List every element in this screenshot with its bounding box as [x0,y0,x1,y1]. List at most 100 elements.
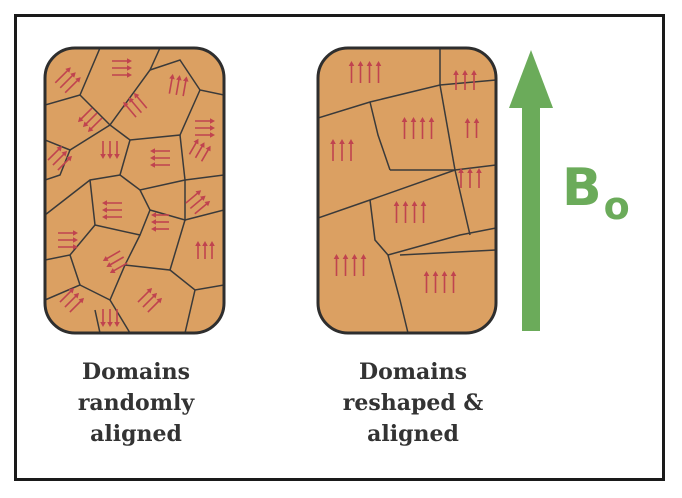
moment-arrow-head [150,162,155,168]
moment-arrow-shaft [200,147,210,162]
random-moment-arrows [47,58,215,327]
moment-arrow-head [210,125,215,131]
moment-arrow-head [73,292,80,299]
moment-arrow-shaft [168,76,174,94]
moment-arrow-shaft [135,94,148,109]
moment-arrow-head [128,97,134,103]
moment-arrow-head [330,139,336,144]
moment-arrow-head [102,200,107,206]
moment-arrow-head [199,142,205,148]
moment-arrow-head [450,271,457,276]
field-arrow-head [509,50,553,108]
moment-arrow-head [75,77,81,83]
moment-arrow-head [56,145,63,152]
left-caption-line-3: aligned [90,421,182,447]
moment-arrow-head [473,118,480,123]
moment-arrow-shaft [54,68,70,84]
moment-arrow-head [68,287,75,294]
moment-arrow-head [150,148,155,154]
moment-arrow-head [61,150,68,157]
moment-arrow-head [464,118,471,123]
moment-arrow-shaft [147,299,161,313]
moment-arrow-shaft [47,147,61,161]
field-arrow-shaft [522,105,540,331]
moment-arrow-head [183,76,189,82]
moment-arrow-head [375,61,382,66]
moment-arrow-shaft [84,112,98,126]
moment-arrow-head [209,241,215,246]
moment-arrow-shaft [129,99,143,114]
moment-arrow-head [114,154,120,159]
moment-arrow-head [100,322,106,327]
moment-arrow-head [77,116,84,123]
moment-arrow-head [333,254,340,259]
moment-arrow-head [73,237,78,243]
moment-arrow-head [420,201,427,206]
moment-arrow-head [150,155,155,161]
moment-arrow-head [462,70,468,75]
moment-arrow-head [202,241,208,246]
moment-arrow-head [73,244,78,250]
moment-arrow-head [423,271,430,276]
moment-arrow-head [348,139,354,144]
moment-arrow-shaft [108,256,125,267]
moment-arrow-head [339,139,345,144]
moment-arrow-head [205,145,211,152]
moment-arrow-head [432,271,439,276]
right-caption-line-1: Domains [359,359,467,385]
moment-arrow-shaft [175,77,181,95]
moment-arrow-head [348,61,355,66]
moment-arrow-head [151,292,158,299]
right-caption: Domains reshaped & aligned [343,359,484,447]
moment-arrow-head [200,195,206,201]
moment-arrow-head [366,61,373,66]
moment-arrow-shaft [59,73,75,89]
moment-arrow-head [127,65,132,71]
moment-arrow-head [419,117,426,122]
moment-arrow-head [169,73,175,80]
moment-arrow-head [458,168,464,173]
moment-arrow-shaft [194,144,204,159]
moment-arrow-head [467,168,473,173]
moment-arrow-head [453,70,459,75]
moment-arrow-head [357,61,364,66]
moment-arrow-head [401,117,408,122]
moment-arrow-head [73,230,78,236]
field-label: Bo [562,158,630,228]
moment-arrow-head [66,155,73,162]
moment-arrow-head [127,72,132,78]
moment-arrow-head [151,212,156,218]
left-caption: Domains randomly aligned [78,359,196,447]
moment-arrow-shaft [52,152,66,166]
moment-arrow-head [410,117,417,122]
moment-arrow-head [195,241,201,246]
moment-arrow-head [204,200,211,207]
aligned-grain-boundaries [318,48,496,333]
moment-arrow-shaft [188,140,198,155]
moment-arrow-head [351,254,358,259]
aligned-domains-fill [318,48,496,333]
moment-arrow-head [402,201,409,206]
moment-arrow-shaft [105,250,121,261]
left-caption-line-1: Domains [82,359,190,385]
moment-arrow-shaft [59,289,73,303]
moment-arrow-head [106,262,113,267]
random-grain-boundaries [45,48,224,333]
moment-arrow-shaft [189,196,204,210]
moment-arrow-head [156,297,163,304]
moment-arrow-head [476,168,482,173]
right-caption-line-2: reshaped & [343,390,484,416]
moment-arrow-head [428,117,435,122]
moment-arrow-head [70,72,76,78]
moment-arrow-head [100,154,106,159]
moment-arrow-shaft [89,117,103,131]
moment-arrow-head [123,101,129,108]
moment-arrow-head [82,121,89,128]
moment-arrow-head [176,75,182,81]
moment-arrow-head [210,118,215,124]
moment-arrow-shaft [57,157,71,171]
moment-arrow-head [102,214,107,220]
moment-arrow-head [127,58,132,64]
moment-arrow-head [65,67,71,73]
